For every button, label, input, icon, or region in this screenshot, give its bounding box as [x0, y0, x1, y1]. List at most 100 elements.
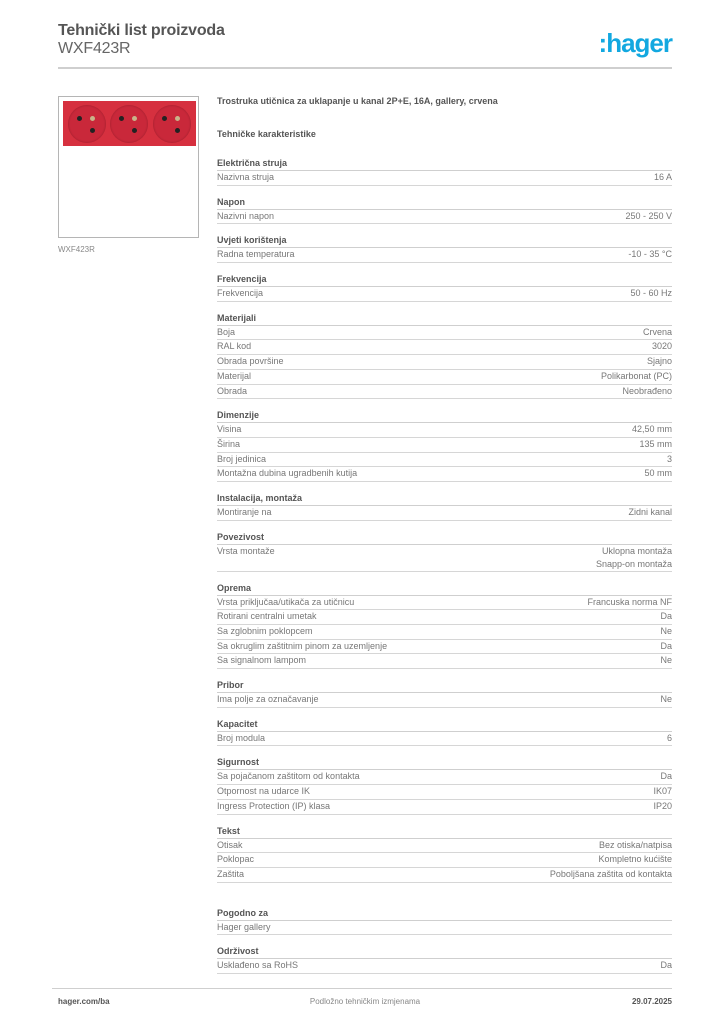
spec-group-title: Materijali: [217, 312, 672, 326]
spec-value: Polikarbonat (PC): [600, 370, 672, 381]
spec-label: Radna temperatura: [217, 249, 295, 260]
spec-value: Zidni kanal: [628, 506, 672, 517]
spec-label: Širina: [217, 438, 241, 449]
spec-row: Usklađeno sa RoHS Da: [217, 959, 672, 974]
spec-row: Sa okruglim zaštitnim pinom za uzemljenj…: [217, 640, 672, 655]
socket-icon: [152, 104, 191, 143]
spec-value: 250 - 250 V: [625, 210, 672, 221]
spec-value: 3: [666, 453, 672, 464]
spec-label: Obrada površine: [217, 356, 284, 367]
spec-value: Ne: [660, 655, 672, 666]
spec-group-title: Električna struja: [217, 157, 672, 171]
spec-label: Usklađeno sa RoHS: [217, 960, 299, 971]
spec-label: Hager gallery: [217, 921, 271, 932]
spec-label: Sa zglobnim poklopcem: [217, 626, 313, 636]
header-divider: [58, 67, 672, 69]
footer-date: 29.07.2025: [631, 997, 672, 1006]
spec-group-title: Instalacija, montaža: [217, 492, 672, 506]
spec-value-line: Snapp-on montaža: [595, 558, 672, 569]
footer-note: Podložno tehničkim izmjenama: [309, 997, 421, 1006]
spec-row: Ingress Protection (IP) klasa IP20: [217, 800, 672, 815]
spec-value: Ne: [660, 694, 672, 705]
spec-value: Poboljšana zaštita od kontakta: [549, 868, 672, 879]
spec-value: IK07: [653, 786, 672, 797]
spec-value: 50 - 60 Hz: [630, 288, 672, 299]
hager-logo: :hager: [598, 28, 673, 58]
spec-group-title: Tekst: [217, 825, 672, 839]
spec-row: RAL kod 3020: [217, 340, 672, 356]
spec-label: Ima polje za označavanje: [217, 694, 319, 705]
socket-strip-image: [63, 101, 196, 146]
spec-label: Sa pojačanom zaštitom od kontakta: [217, 771, 360, 782]
spec-row: Širina 135 mm: [217, 438, 672, 453]
spec-label: Nazivna struja: [217, 172, 275, 182]
spec-value: 135 mm: [639, 438, 672, 449]
spec-value: IP20: [653, 800, 672, 811]
spec-row: Montiranje na Zidni kanal: [217, 506, 672, 521]
spec-value: Francuska norma NF: [587, 596, 672, 607]
spec-value: Bez otiska/natpisa: [598, 839, 672, 850]
product-description: Trostruka utičnica za uklapanje u kanal …: [217, 96, 498, 106]
spec-group-title: Dimenzije: [217, 409, 672, 424]
spec-group-title: Održivost: [217, 945, 672, 960]
section-title: Tehničke karakteristike: [217, 129, 316, 139]
spec-label: Montiranje na: [217, 506, 272, 517]
spec-value-line: Uklopna montaža: [601, 545, 672, 556]
footer-divider: [52, 988, 672, 989]
page-footer: hager.com/ba Podložno tehničkim izmjenam…: [58, 997, 672, 1011]
spec-label: Nazivni napon: [217, 210, 275, 221]
spec-row: Ima polje za označavanje Ne: [217, 693, 672, 708]
footer-website[interactable]: hager.com/ba: [58, 997, 110, 1006]
spec-row: Otpornost na udarce IK IK07: [217, 785, 672, 800]
spec-value: Da: [660, 611, 672, 622]
spec-label: Visina: [217, 424, 242, 435]
spec-value: Kompletno kućište: [598, 854, 672, 865]
spec-value: 6: [666, 732, 672, 743]
product-code: WXF423R: [58, 40, 131, 57]
socket-icon: [68, 104, 107, 143]
spec-row: Broj modula 6: [217, 732, 672, 747]
spec-row: Vrsta priključaa/utikača za utičnicu Fran…: [217, 596, 672, 611]
spec-content: Trostruka utičnica za uklapanje u kanal …: [217, 96, 672, 984]
spec-value: 3020: [651, 341, 672, 352]
spec-label: Broj modula: [217, 732, 266, 743]
spec-label: Otpornost na udarce IK: [217, 786, 311, 797]
spec-value: Da: [660, 960, 672, 971]
spec-label: Vrsta priključaa/utikača za utičnicu: [217, 596, 355, 607]
spec-value: Crvena: [642, 326, 672, 337]
document-title: Tehnički list proizvoda: [58, 22, 225, 39]
spec-value: Da: [660, 640, 672, 651]
spec-label: Sa signalnom lampom: [217, 655, 307, 666]
page-header: Tehnički list proizvoda WXF423R :hager: [58, 22, 673, 70]
spec-label: Rotirani centralni umetak: [217, 611, 317, 622]
spec-label: Ingress Protection (IP) klasa: [217, 800, 331, 811]
spec-label: RAL kod: [217, 341, 252, 352]
spec-label: Sa okruglim zaštitnim pinom za uzemljenj…: [217, 640, 388, 651]
spec-group-title: Frekvencija: [217, 273, 672, 288]
spec-row: Radna temperatura-10 - 35 °C: [217, 248, 672, 264]
spec-row: Rotirani centralni umetak Da: [217, 610, 672, 625]
